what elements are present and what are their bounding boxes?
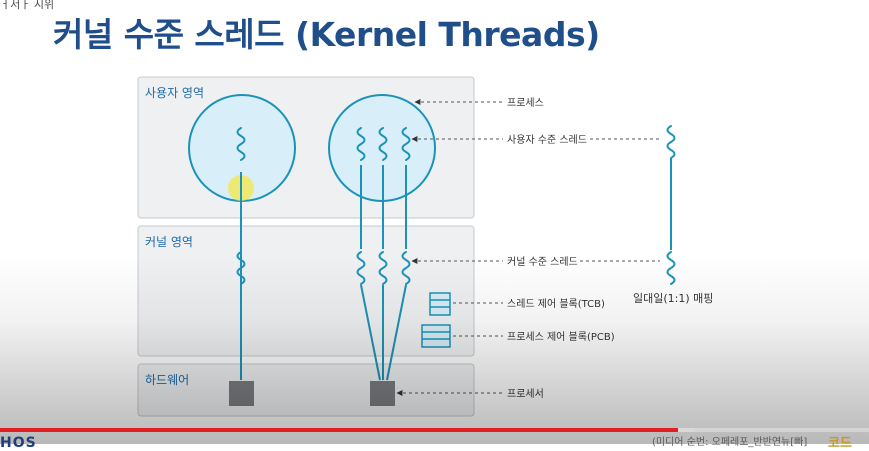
slide-title: 커널 수준 스레드 (Kernel Threads) <box>53 15 600 54</box>
mapping-label: 일대일(1:1) 매핑 <box>633 291 713 305</box>
kernel-thread-squiggle <box>356 251 366 285</box>
user-thread-squiggle <box>401 127 411 161</box>
user-threads-label: 사용자 수준 스레드 <box>507 134 587 146</box>
video-progress-fill <box>0 428 678 432</box>
process-label: 프로세스 <box>507 97 544 109</box>
channel-logo: HOS <box>0 435 37 451</box>
kernel-thread-squiggle <box>401 251 411 285</box>
pcb-label: 프로세스 제어 블록(PCB) <box>507 331 615 343</box>
corner-text: ㅓ서ㅏ 시위 <box>0 0 55 11</box>
processor-box <box>370 381 395 406</box>
kernel-space-label: 커널 영역 <box>145 235 193 249</box>
hardware-box <box>137 363 475 417</box>
user-thread-squiggle <box>356 127 366 161</box>
kernel-thread-squiggle <box>236 251 246 285</box>
mapping-user-squiggle <box>666 125 676 159</box>
pcb-icon <box>421 324 451 348</box>
tcb-label: 스레드 제어 블록(TCB) <box>507 298 605 310</box>
thread-line <box>360 284 381 381</box>
user-thread-squiggle <box>236 127 246 161</box>
kernel-thread-squiggle <box>378 251 388 285</box>
processor-label: 프로세서 <box>507 388 544 400</box>
tcb-icon <box>429 292 451 316</box>
user-thread-squiggle <box>378 127 388 161</box>
hardware-label: 하드웨어 <box>145 373 189 387</box>
kernel-space-box <box>137 225 475 357</box>
mapping-kernel-squiggle <box>666 251 676 285</box>
user-space-label: 사용자 영역 <box>145 86 204 100</box>
kernel-threads-label: 커널 수준 스레드 <box>507 256 578 268</box>
processor-box <box>229 381 254 406</box>
thread-line <box>386 284 407 381</box>
brand-logo: 코드 <box>828 436 852 451</box>
video-caption: (미디어 순번: 오페레포_반반연뉴[빠] <box>652 437 808 448</box>
video-progress-bar[interactable] <box>0 428 869 432</box>
